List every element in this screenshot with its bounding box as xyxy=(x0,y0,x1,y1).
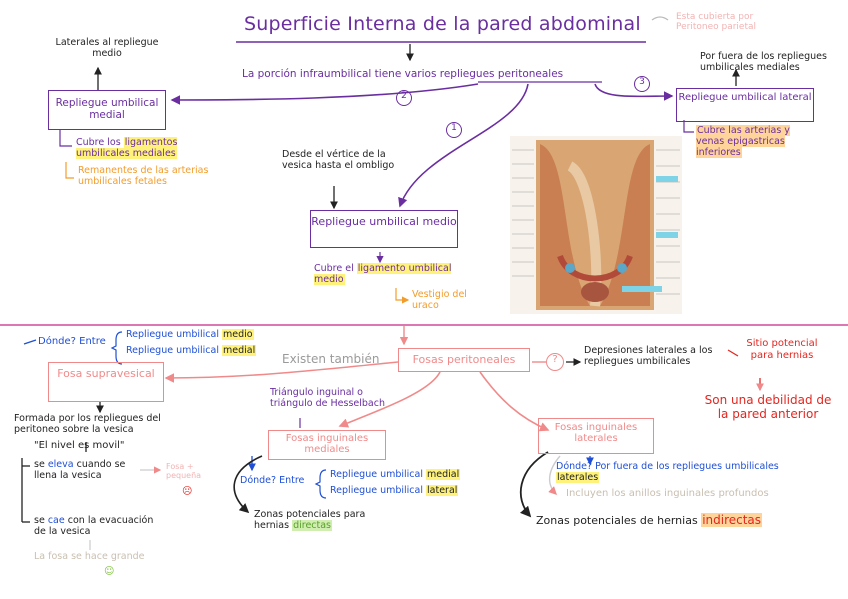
intro-text: La porción infraumbilical tiene varios r… xyxy=(242,68,564,80)
mi-between-2-label: Repliegue umbilical xyxy=(330,485,423,496)
lateral-inguinal-box: Fosas inguinales laterales xyxy=(538,418,654,454)
title-note: Esta cubierta por Peritoneo parietal xyxy=(676,12,756,33)
li-where-hl: laterales xyxy=(556,471,600,483)
medial-covers: Cubre los ligamentos umbilicales mediale… xyxy=(76,137,200,160)
mi-hernias-prefix: Zonas potenciales para hernias xyxy=(254,509,366,531)
median-remnant: Vestigio del uraco xyxy=(412,289,467,311)
supravesical-formed: Formada por los repliegues del peritoneo… xyxy=(14,413,161,435)
medial-fold-box: Repliegue umbilical medial xyxy=(48,90,166,130)
lateral-inguinal-where: Dónde? Por fuera de los repliegues umbil… xyxy=(556,461,812,484)
supravesical-between-1-label: Repliegue umbilical xyxy=(126,329,219,340)
mi-between-1-label: Repliegue umbilical xyxy=(330,469,423,480)
hernia-site: Sitio potencial para hernias xyxy=(746,338,818,361)
marker-1: 1 xyxy=(446,122,462,138)
fossae-title: Fosas peritoneales xyxy=(412,353,516,366)
fossae-definition: Depresiones laterales a los repliegues u… xyxy=(584,345,713,367)
lateral-covers: Cubre las arterias y venas epigastricas … xyxy=(696,125,820,159)
lateral-inguinal-hernias: Zonas potenciales de hernias indirectas xyxy=(536,513,763,528)
rises-prefix: se xyxy=(34,459,45,470)
lateral-fold-box: Repliegue umbilical lateral xyxy=(676,88,814,122)
supravesical-falls: se cae con la evacuación de la vesica xyxy=(34,515,154,538)
supravesical-box: Fosa supravesical xyxy=(48,362,164,402)
medial-inguinal-where: Dónde? Entre xyxy=(240,475,305,486)
rises-rest: cuando se llena la vesica xyxy=(34,459,126,481)
li-where-prefix: Dónde? Por fuera de los repliegues umbil… xyxy=(556,461,779,472)
rises-verb: eleva xyxy=(47,459,74,470)
li-hernias-hl: indirectas xyxy=(701,513,763,527)
median-covers: Cubre el ligamento umbilical medio xyxy=(314,263,484,286)
supravesical-where: Dónde? Entre xyxy=(38,336,106,347)
medial-covers-prefix: Cubre los xyxy=(76,137,121,148)
supravesical-title: Fosa supravesical xyxy=(57,367,155,380)
supravesical-between-1-tag: medio xyxy=(222,329,254,340)
lateral-top-note: Por fuera de los repliegues umbilicales … xyxy=(700,51,827,73)
mi-between-2-tag: lateral xyxy=(426,485,459,496)
falls-prefix: se xyxy=(34,515,45,526)
mi-hernias-hl: directas xyxy=(292,519,333,531)
lateral-inguinal-title: Fosas inguinales laterales xyxy=(554,422,638,444)
medial-top-note: Laterales al repliegue medio xyxy=(55,37,159,59)
medial-inguinal-between-2: Repliegue umbilical lateral xyxy=(330,485,459,497)
medial-remnant: Remanentes de las arterias umbilicales f… xyxy=(78,165,209,187)
supravesical-mobile: "El nivel es movil" xyxy=(34,440,125,451)
supravesical-rises: se eleva cuando se llena la vesica xyxy=(34,459,142,482)
medial-inguinal-title: Fosas inguinales mediales xyxy=(285,433,369,455)
sad-face-icon: ☹ xyxy=(182,486,193,497)
wall-weakness: Son una debilidad de la pared anterior xyxy=(704,393,832,421)
page-title: Superficie Interna de la pared abdominal xyxy=(244,13,641,35)
supravesical-between-2-label: Repliegue umbilical xyxy=(126,345,219,356)
happy-face-icon: ☺ xyxy=(104,566,115,577)
supravesical-big: La fosa se hace grande xyxy=(34,551,145,562)
medial-inguinal-between-1: Repliegue umbilical medial xyxy=(330,469,461,481)
supravesical-between-1: Repliegue umbilical medio xyxy=(126,329,254,341)
supravesical-small: Fosa + pequeña xyxy=(166,462,202,481)
supravesical-between-2-tag: medial xyxy=(222,345,257,356)
mi-between-1-tag: medial xyxy=(426,469,461,480)
question-marker: ? xyxy=(546,353,564,371)
lateral-fold-title: Repliegue umbilical lateral xyxy=(678,92,812,103)
fossae-box: Fosas peritoneales xyxy=(398,348,530,372)
median-fold-box: Repliegue umbilical medio xyxy=(310,210,458,248)
fossae-exist: Existen también xyxy=(282,352,380,366)
marker-2: 2 xyxy=(396,90,412,106)
marker-3: 3 xyxy=(634,76,650,92)
medial-inguinal-box: Fosas inguinales mediales xyxy=(268,430,386,460)
hesselbach-triangle: Triángulo inguinal o triángulo de Hessel… xyxy=(270,387,385,409)
lateral-inguinal-rings: Incluyen los anillos inguinales profundo… xyxy=(566,488,769,499)
supravesical-between-2: Repliegue umbilical medial xyxy=(126,345,257,357)
medial-fold-title: Repliegue umbilical medial xyxy=(55,97,159,121)
medial-inguinal-hernias: Zonas potenciales para hernias directas xyxy=(254,509,374,532)
li-hernias-prefix: Zonas potenciales de hernias xyxy=(536,514,698,527)
falls-verb: cae xyxy=(47,515,65,526)
median-fold-title: Repliegue umbilical medio xyxy=(311,215,457,228)
falls-rest: con la evacuación de la vesica xyxy=(34,515,154,537)
median-note: Desde el vértice de la vesica hasta el o… xyxy=(282,149,395,171)
median-covers-prefix: Cubre el xyxy=(314,263,354,274)
lateral-covers-text: Cubre las arterias y venas epigastricas … xyxy=(696,125,790,158)
abdominal-wall-illustration xyxy=(510,136,682,314)
